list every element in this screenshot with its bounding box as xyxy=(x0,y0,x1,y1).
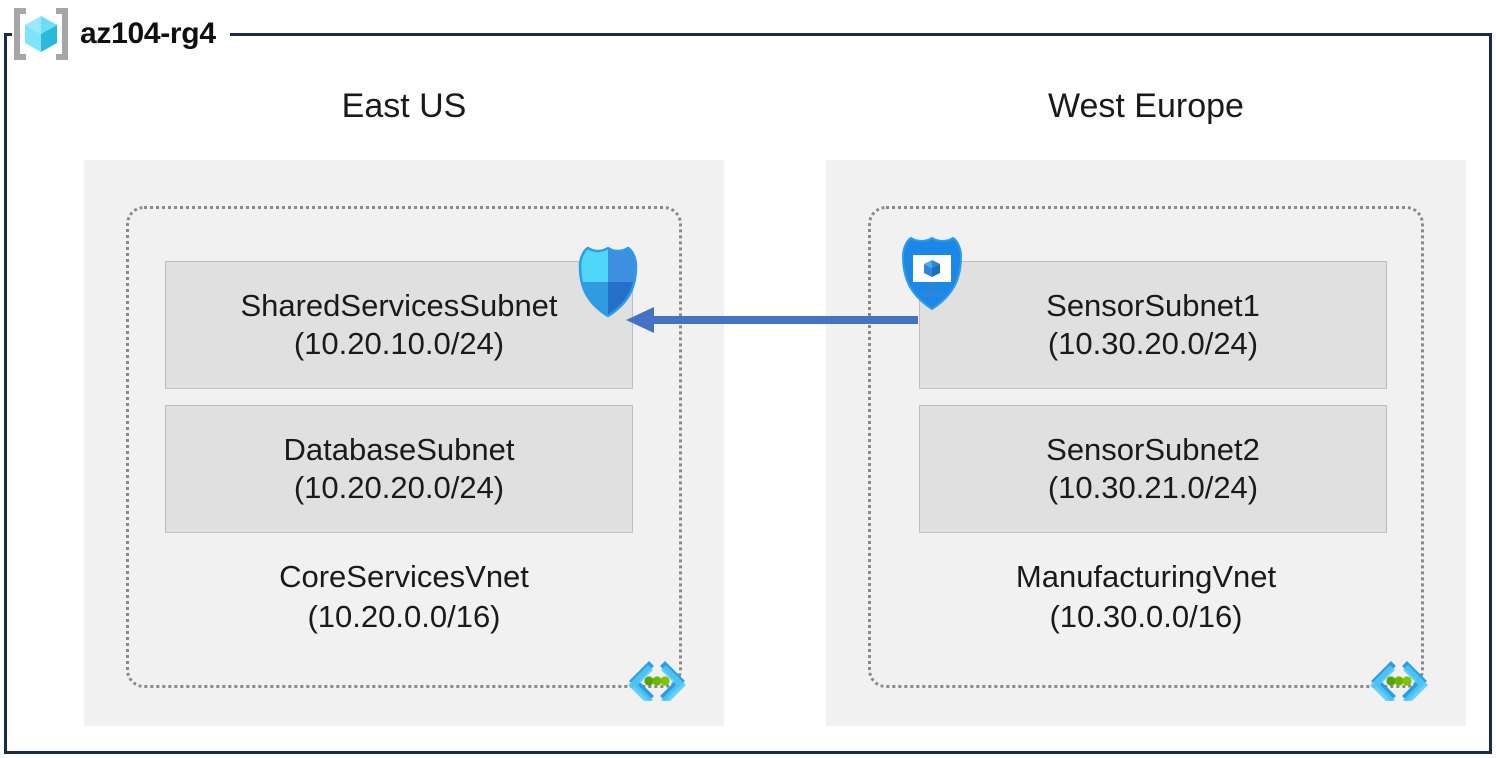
subnet-cidr: (10.20.20.0/24) xyxy=(293,470,505,505)
application-security-group-shield-icon xyxy=(898,234,963,311)
subnet-name: SensorSubnet2 xyxy=(1046,431,1260,467)
vnet-name-core-services: CoreServicesVnet xyxy=(279,559,529,594)
vnet-cidr-core-services: (10.20.0.0/16) xyxy=(307,599,501,634)
virtual-network-icon xyxy=(627,661,687,705)
peering-arrow-icon xyxy=(622,300,922,345)
subnet-cidr: (10.30.21.0/24) xyxy=(1047,470,1259,505)
vnet-manufacturing[interactable]: SensorSubnet1 (10.30.20.0/24) SensorSubn… xyxy=(868,206,1428,705)
vnet-cidr-manufacturing: (10.30.0.0/16) xyxy=(1049,599,1243,634)
vnet-core-services[interactable]: SharedServicesSubnet (10.20.10.0/24) Dat… xyxy=(126,206,686,705)
subnet-name: DatabaseSubnet xyxy=(283,431,515,467)
resource-group-name: az104-rg4 xyxy=(80,17,216,50)
subnet-sensor-2[interactable]: SensorSubnet2 (10.30.21.0/24) xyxy=(919,405,1387,533)
region-title-west-europe: West Europe xyxy=(1048,87,1244,125)
region-title-east-us: East US xyxy=(341,87,467,125)
resource-group-label: az104-rg4 xyxy=(12,8,230,60)
vnet-name-manufacturing: ManufacturingVnet xyxy=(1015,559,1277,594)
virtual-network-icon xyxy=(1369,661,1429,705)
subnet-cidr: (10.20.10.0/24) xyxy=(293,326,505,361)
azure-resource-group-icon xyxy=(12,8,70,60)
subnet-shared-services[interactable]: SharedServicesSubnet (10.20.10.0/24) xyxy=(165,261,633,389)
subnet-cidr: (10.30.20.0/24) xyxy=(1047,326,1259,361)
network-security-group-shield-icon xyxy=(576,244,640,318)
subnet-name: SensorSubnet1 xyxy=(1046,287,1260,323)
resource-group-frame xyxy=(4,33,1492,754)
subnet-database[interactable]: DatabaseSubnet (10.20.20.0/24) xyxy=(165,405,633,533)
subnet-name: SharedServicesSubnet xyxy=(240,287,558,323)
subnet-sensor-1[interactable]: SensorSubnet1 (10.30.20.0/24) xyxy=(919,261,1387,389)
